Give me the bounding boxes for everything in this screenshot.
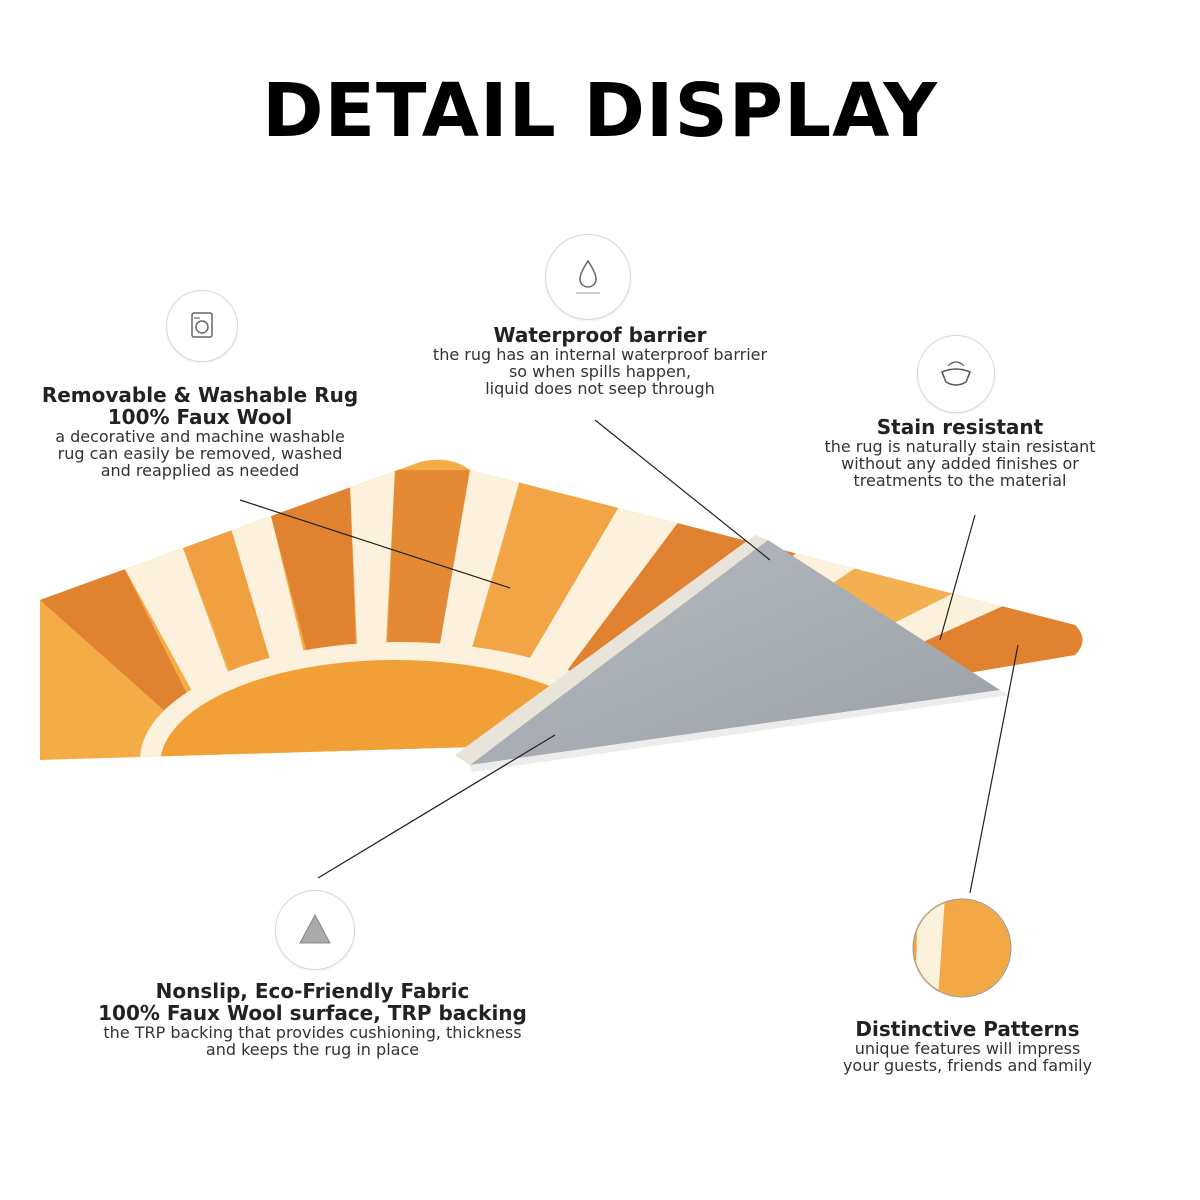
feature-desc-line: rug can easily be removed, washed — [57, 444, 343, 463]
feature-desc-line: unique features will impress — [854, 1039, 1081, 1058]
feature-desc-line: treatments to the material — [853, 471, 1067, 490]
leader-line-stain — [939, 514, 976, 641]
feature-desc-line: a decorative and machine washable — [55, 427, 345, 446]
water-drop-icon — [545, 234, 631, 320]
feature-stain: Stain resistant the rug is naturally sta… — [775, 416, 1145, 489]
feature-desc-line: and keeps the rug in place — [205, 1040, 420, 1059]
feature-desc-line: without any added finishes or — [841, 454, 1079, 473]
feature-nonslip: Nonslip, Eco-Friendly Fabric 100% Faux W… — [55, 980, 570, 1058]
feature-heading: Distinctive Patterns — [855, 1017, 1080, 1041]
feature-waterproof: Waterproof barrier the rug has an intern… — [380, 324, 820, 397]
washing-machine-icon — [166, 290, 238, 362]
feature-desc-line: and reapplied as needed — [100, 461, 300, 480]
feature-heading: Nonslip, Eco-Friendly Fabric — [155, 979, 470, 1003]
leader-line-nonslip — [317, 734, 556, 879]
feature-desc-line: the TRP backing that provides cushioning… — [103, 1023, 522, 1042]
feature-subheading: 100% Faux Wool surface, TRP backing — [98, 1001, 527, 1025]
feature-desc-line: liquid does not seep through — [485, 379, 715, 398]
feature-pattern: Distinctive Patterns unique features wil… — [790, 1018, 1145, 1074]
feature-heading: Removable & Washable Rug — [41, 383, 359, 407]
leader-line-washable — [239, 499, 511, 589]
feature-heading: Stain resistant — [876, 415, 1044, 439]
feature-desc-line: the rug has an internal waterproof barri… — [432, 345, 768, 364]
feature-desc-line: the rug is naturally stain resistant — [824, 437, 1096, 456]
pattern-closeup — [912, 898, 1012, 998]
feature-desc-line: your guests, friends and family — [842, 1056, 1093, 1075]
page-title: DETAIL DISPLAY — [262, 68, 938, 154]
leader-line-pattern — [969, 644, 1019, 894]
stain-bowl-icon — [917, 335, 995, 413]
grip-dots-icon — [275, 890, 355, 970]
feature-desc-line: so when spills happen, — [508, 362, 692, 381]
leader-line-waterproof — [594, 419, 771, 561]
feature-washable: Removable & Washable Rug 100% Faux Wool … — [20, 384, 380, 479]
feature-heading: Waterproof barrier — [493, 323, 707, 347]
feature-subheading: 100% Faux Wool — [107, 405, 293, 429]
